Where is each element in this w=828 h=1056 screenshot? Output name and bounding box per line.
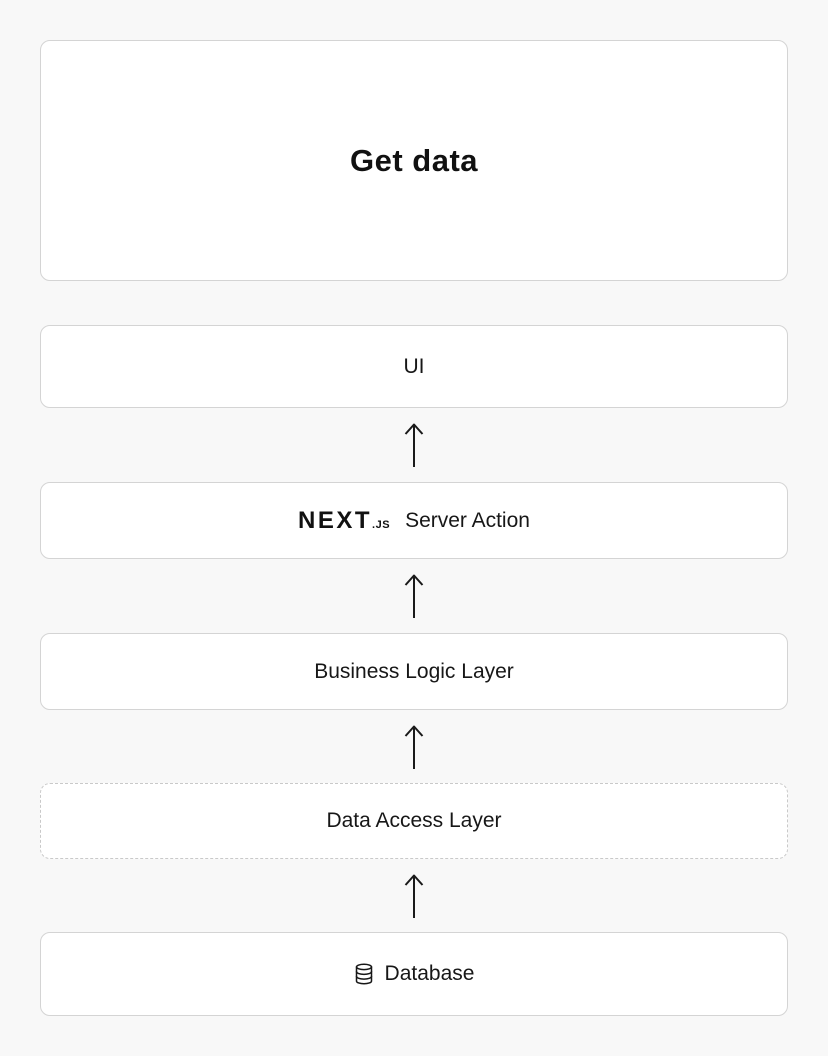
- nextjs-suffix: .JS: [372, 518, 391, 531]
- connection-database-to-dal: [40, 859, 788, 932]
- node-database-label: Database: [384, 962, 475, 985]
- node-server-action-label: Server Action: [405, 508, 530, 532]
- node-ui: UI: [40, 325, 788, 408]
- nextjs-wordmark: NEXT: [298, 506, 373, 534]
- connection-serveraction-to-ui: [40, 408, 788, 482]
- arrow-up-icon: [404, 574, 424, 618]
- connection-dal-to-bll: [40, 710, 788, 783]
- database-icon: [355, 963, 372, 985]
- node-data-access-layer: Data Access Layer: [40, 783, 788, 859]
- arrow-up-icon: [404, 423, 424, 467]
- node-business-logic-layer: Business Logic Layer: [40, 633, 788, 710]
- diagram-title: Get data: [349, 142, 479, 178]
- connection-bll-to-serveraction: [40, 559, 788, 633]
- nextjs-logo: NEXT.JS: [298, 507, 390, 535]
- spacer: [40, 281, 788, 325]
- arrow-up-icon: [404, 874, 424, 918]
- node-get-data: Get data: [40, 40, 788, 281]
- node-server-action: NEXT.JS Server Action: [40, 482, 788, 559]
- arrow-up-icon: [404, 725, 424, 769]
- node-database: Database: [40, 932, 788, 1016]
- node-data-access-layer-label: Data Access Layer: [326, 809, 502, 832]
- node-business-logic-layer-label: Business Logic Layer: [314, 659, 514, 683]
- node-ui-label: UI: [403, 354, 425, 378]
